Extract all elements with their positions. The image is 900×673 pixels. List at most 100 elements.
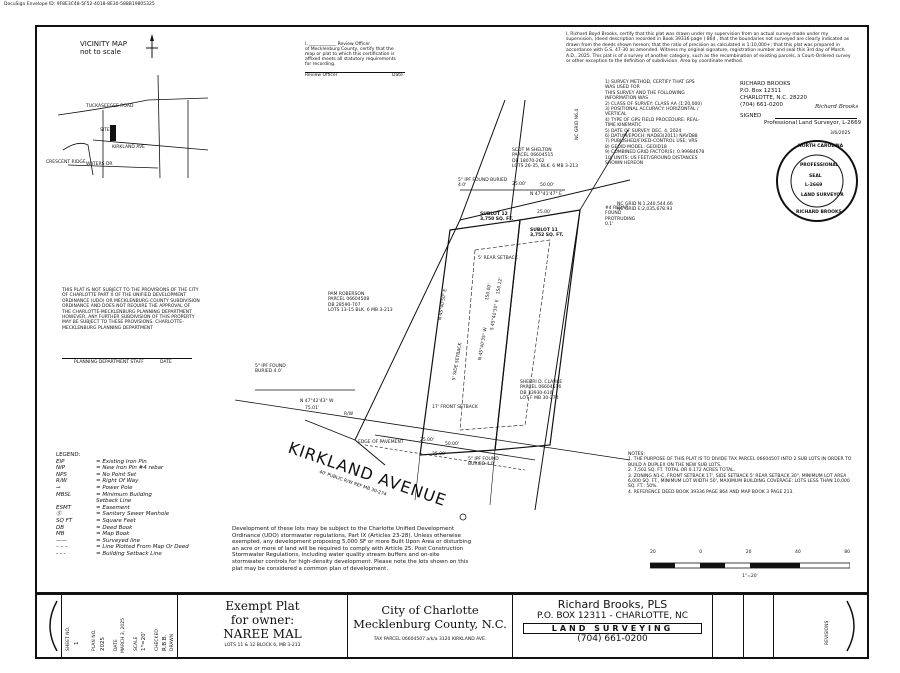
tb-info: DATE: [114, 639, 119, 651]
vicinity-subtitle: not to scale: [80, 48, 121, 56]
signature-date: 3/6/2025: [830, 131, 851, 136]
parcel-line: SCOT M SHELTON: [512, 148, 552, 153]
surveyor-signature: Richard Brooks: [815, 104, 859, 110]
notes: NOTES: 1. THE PURPOSE OF THIS PLAT IS TO…: [628, 452, 858, 495]
surveyor-role: Professional Land Surveyor, L-2669: [764, 120, 862, 126]
review-date-label: Date: [392, 73, 403, 78]
surveyor-name: RICHARD BROOKS: [740, 81, 791, 87]
gps-note: 2) CLASS OF SURVEY: CLASS AA (1:20,000): [605, 101, 702, 107]
corner-left-label: 5" IPF FOUND BURIED 4.0': [255, 364, 286, 375]
title-block-arc-icon: [846, 600, 855, 652]
legend-key: NPS: [56, 471, 67, 478]
parcel-line: LOT F MB 30-274: [520, 396, 559, 402]
legend-key: NIP: [56, 465, 66, 472]
tb-info: 2025: [100, 637, 106, 651]
legend-key: MB: [56, 531, 65, 538]
plotted-line-icon: – – –: [56, 544, 68, 551]
plat-drawing: [235, 99, 630, 521]
gps-note: 4) TYPE OF GPS FIELD PROCEDURE: REAL-TIM…: [605, 117, 700, 129]
legend-value: = Right Of Way: [96, 478, 139, 485]
tb-owner: NAREE MAL: [223, 627, 302, 641]
setback-line-icon: - - -: [56, 550, 66, 557]
gps-notes: 1) SURVEY METHOD, CERTIFY THAT GPS WAS U…: [605, 80, 705, 167]
vmap-street-0: TUCKASEEGEE ROAD: [86, 104, 134, 109]
planning-date-label: DATE: [160, 360, 172, 365]
tb-firm: Richard Brooks, PLS: [557, 598, 668, 611]
dim-bot2: 50.00': [445, 442, 460, 447]
dim-bearing-top: N 47°41'47" E: [530, 192, 562, 197]
legend-value: = No Point Set: [96, 471, 137, 478]
planning-note: THIS PLAT IS NOT SUBJECT TO THE PROVISIO…: [62, 288, 200, 331]
tb-info: SHEET NO.: [66, 626, 71, 651]
nc-grid: NC GRID N:1,240,544.66 NC GRID E:2,035,6…: [617, 202, 673, 213]
development-note: Development of these lots may be subject…: [232, 526, 472, 572]
vicinity-title: VICINITY MAP: [80, 40, 127, 48]
scale-tick: 20: [745, 550, 752, 555]
seal-ring-icon: [776, 140, 858, 222]
gps-note: 1) SURVEY METHOD, CERTIFY THAT GPS WAS U…: [605, 80, 695, 91]
sublot-line: SUBLOT 12: [480, 212, 508, 217]
scale-tick: 40: [794, 550, 801, 555]
note-item: 3. ZONING N1-C, FRONT SETBACK 17', SIDE …: [628, 473, 850, 490]
tb-info: PLAN NO.: [92, 629, 97, 651]
seal-number: L-2669: [805, 183, 823, 188]
note-item: 2. 7,502 SQ. FT. TOTAL OR 0.172 ACRES TO…: [628, 468, 736, 474]
tb-info: 1: [74, 641, 80, 646]
legend-value: = Building Setback Line: [96, 550, 162, 557]
bottom-dist: 75.01': [305, 406, 320, 411]
tb-lots: LOTS 11 & 12 BLOCK 6, MB 3-213: [224, 643, 301, 648]
parcel-scot: SCOT M SHELTON PARCEL 06604515 DB 18070-…: [512, 148, 578, 170]
legend-value: = Power Pole: [96, 484, 133, 491]
sublot-11-label: SUBLOT 11 3,752 SQ. FT.: [530, 228, 563, 239]
parcel-line: DB 18070-262: [512, 158, 545, 164]
seal-middle: PROFESSIONAL: [800, 163, 839, 168]
dim-top2: 50.00': [540, 183, 555, 188]
sublot-line: SUBLOT 11: [530, 228, 558, 233]
review-line-0: I, ____________ Review Officer: [305, 42, 371, 47]
review-line-2: map or plat to which this certification …: [305, 52, 395, 57]
legend-value: = New Iron Pin #4 rebar: [96, 465, 164, 472]
vmap-site: SITE: [100, 128, 110, 133]
sublot-12-label: SUBLOT 12 3,750 SQ. FT.: [480, 212, 513, 223]
scale-bar: 20 0 20 40 80 1"=20': [649, 550, 851, 580]
corner-bottom-label: 5" IPF FOUND BURIED 4.0': [468, 457, 499, 468]
title-block: SHEET NO. 1 PLAN NO. 2025 DATE MARCH 3, …: [35, 593, 869, 659]
note-item: 1. THE PURPOSE OF THIS PLAT IS TO DIVIDE…: [628, 457, 852, 468]
legend-key: R/W: [56, 478, 68, 485]
tb-info: CHECKED: [155, 629, 160, 651]
tb-info: DRAWN: [170, 633, 175, 651]
parcel-line: DB 33930-610: [520, 390, 553, 396]
scale-tick: 0: [699, 550, 703, 555]
review-line-4: for recording.: [305, 62, 336, 67]
parcel-line: DB 28590-707: [328, 302, 361, 308]
notes-title: NOTES:: [628, 452, 645, 457]
legend-value: Setback Line: [96, 498, 132, 505]
gps-note: 6) DATUM/EPOCH: NAD83(2011) NAVD88: [605, 134, 698, 140]
corner-top-label: 5" IPF FOUND BURIED 4.0': [458, 178, 508, 189]
signed-label: SIGNED: [740, 113, 762, 119]
north-arrow-icon: [146, 34, 158, 58]
parcel-line: LOTS 13-15 BLK. 6 MB 3-213: [328, 308, 393, 314]
vmap-street-4: CRESCENT RIDGE: [46, 160, 86, 165]
parcel-line: PARCEL 06604508: [328, 297, 370, 303]
legend-value: = Minimum Building: [96, 491, 152, 498]
surveyor-address2: CHARLOTTE, N.C. 28220: [740, 95, 808, 101]
legend-key: DB: [56, 524, 65, 531]
title-block-info: SHEET NO. 1 PLAN NO. 2025 DATE MARCH 3, …: [61, 595, 177, 657]
tb-city1: City of Charlotte: [381, 603, 479, 617]
gps-note: THIS SURVEY AND THE FOLLOWING INFORMATIO…: [605, 90, 685, 102]
sublot-line: 3,752 SQ. FT.: [530, 233, 564, 239]
corner-right-label: #4 REBAR FOUND PROTRUDING 0.1': [605, 206, 636, 228]
bottom-bearing: N 47°42'43" W: [300, 399, 334, 404]
vicinity-map-streets: [57, 74, 209, 179]
edge-of-pavement: EDGE OF PAVEMENT: [358, 440, 404, 445]
review-line-3: affixed meets all statutory requirements: [305, 57, 396, 62]
dim-bot1: 25.00': [420, 438, 435, 443]
surveyor-phone: (704) 661-0200: [740, 102, 784, 108]
legend: LEGEND: EIP= Existing Iron Pin NIP= New …: [56, 452, 236, 558]
envelope-id: DocuSign Envelope ID: 9F8E3C48-5F52-4018…: [4, 2, 155, 7]
note-item: 4. REFERENCE DEED BOOK 39336 PAGE 864 AN…: [628, 489, 794, 495]
scale-label: 1"=20': [742, 574, 758, 580]
tb-info: SCALE: [134, 636, 139, 651]
surveyor-address1: P.O. Box 12311: [740, 88, 782, 94]
